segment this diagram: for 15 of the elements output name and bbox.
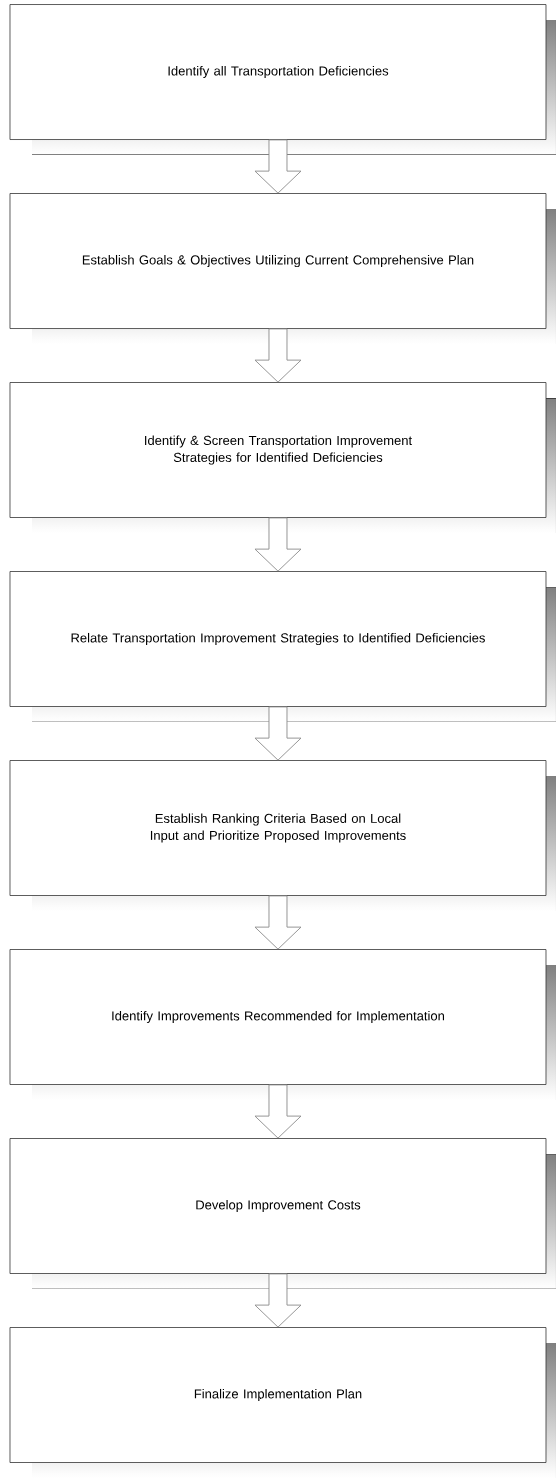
block-arrow xyxy=(254,895,302,950)
block-arrow xyxy=(254,706,302,761)
process-box: Establish Ranking Criteria Based on Local Input and Prioritize Proposed Improvements xyxy=(9,760,556,911)
block-arrow xyxy=(254,1273,302,1328)
process-box: Identify all Transportation Deficiencies xyxy=(9,4,556,155)
process-box: Relate Transportation Improvement Strategies to Identified Deficiencies xyxy=(9,571,556,722)
process-box: Establish Goals & Objectives Utilizing Current Comprehensive Plan xyxy=(9,193,556,344)
block-arrow xyxy=(254,1084,302,1139)
process-box: Identify & Screen Transportation Improvement Strategies for Identified Deficiencies xyxy=(9,382,556,533)
block-arrow xyxy=(254,517,302,572)
process-box: Finalize Implementation Plan xyxy=(9,1327,556,1478)
process-box: Develop Improvement Costs xyxy=(9,1138,556,1289)
block-arrow xyxy=(254,328,302,383)
process-box: Identify Improvements Recommended for Implementation xyxy=(9,949,556,1100)
block-arrow xyxy=(254,139,302,194)
